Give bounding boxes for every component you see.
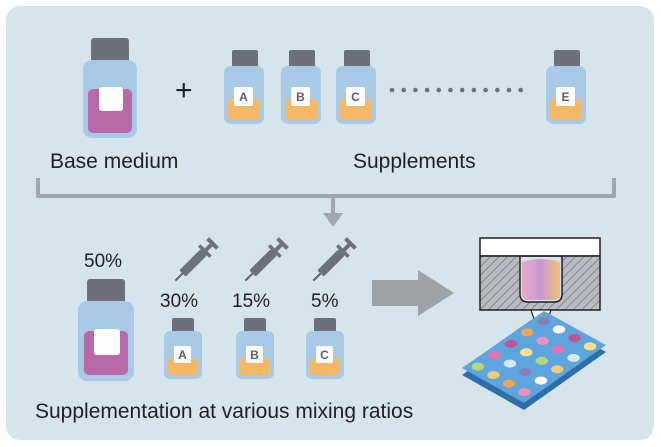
mix-b-label: B	[250, 348, 259, 362]
plate-well	[487, 371, 500, 380]
supplement-bottle-b: B	[281, 50, 321, 124]
well-cross-section	[479, 237, 601, 342]
supplement-bottle-e: E	[546, 50, 586, 124]
mix-bottle-c: C	[306, 318, 344, 379]
plate-well	[583, 342, 597, 351]
supplement-b-label: B	[296, 90, 305, 104]
plate-well	[568, 333, 581, 342]
base-percent: 50%	[84, 251, 122, 272]
mix-a-label: A	[178, 348, 187, 362]
supplement-e-label: E	[561, 90, 569, 104]
plate-well	[536, 336, 549, 345]
plate-well	[551, 345, 565, 354]
plate-well	[503, 359, 517, 368]
supplements-label: Supplements	[353, 150, 476, 173]
syringe-icon	[244, 237, 289, 282]
supplement-a-label: A	[239, 90, 248, 104]
supplement-bottle-c: C	[336, 50, 376, 124]
mix-percent-a: 30%	[160, 291, 198, 312]
base-medium-bottle-mix	[78, 279, 134, 381]
plate-well	[534, 376, 548, 385]
mix-percent-c: 5%	[311, 291, 339, 312]
plate-well	[567, 353, 580, 362]
caption: Supplementation at various mixing ratios	[35, 400, 413, 423]
plate-well	[488, 351, 501, 360]
mix-percent-b: 15%	[232, 291, 270, 312]
plate-well	[551, 365, 564, 374]
plate-well	[535, 356, 548, 365]
base-medium-label: Base medium	[50, 150, 178, 173]
plate-well	[519, 368, 532, 377]
supplement-bottle-a: A	[224, 50, 264, 124]
mix-bottle-a: A	[164, 318, 202, 379]
right-arrow-icon	[372, 270, 454, 316]
mix-bottle-b: B	[236, 318, 274, 379]
plus-sign: +	[175, 74, 193, 107]
grouping-bracket	[36, 178, 616, 198]
plate-well	[520, 348, 533, 357]
plate-well	[552, 325, 566, 334]
plate-well	[520, 328, 534, 337]
down-arrow-icon	[323, 198, 343, 227]
plate-well	[537, 316, 550, 325]
plate-well	[518, 388, 531, 397]
mix-c-label: C	[320, 348, 329, 362]
plate-well	[471, 362, 485, 371]
well-plate-icon	[462, 311, 606, 410]
plate-well	[502, 379, 516, 388]
ellipsis-dots	[389, 87, 523, 93]
supplement-c-label: C	[351, 90, 360, 104]
syringe-icon	[174, 237, 219, 282]
plate-well	[504, 339, 517, 348]
base-medium-bottle	[83, 38, 137, 138]
syringe-icon	[312, 237, 357, 282]
